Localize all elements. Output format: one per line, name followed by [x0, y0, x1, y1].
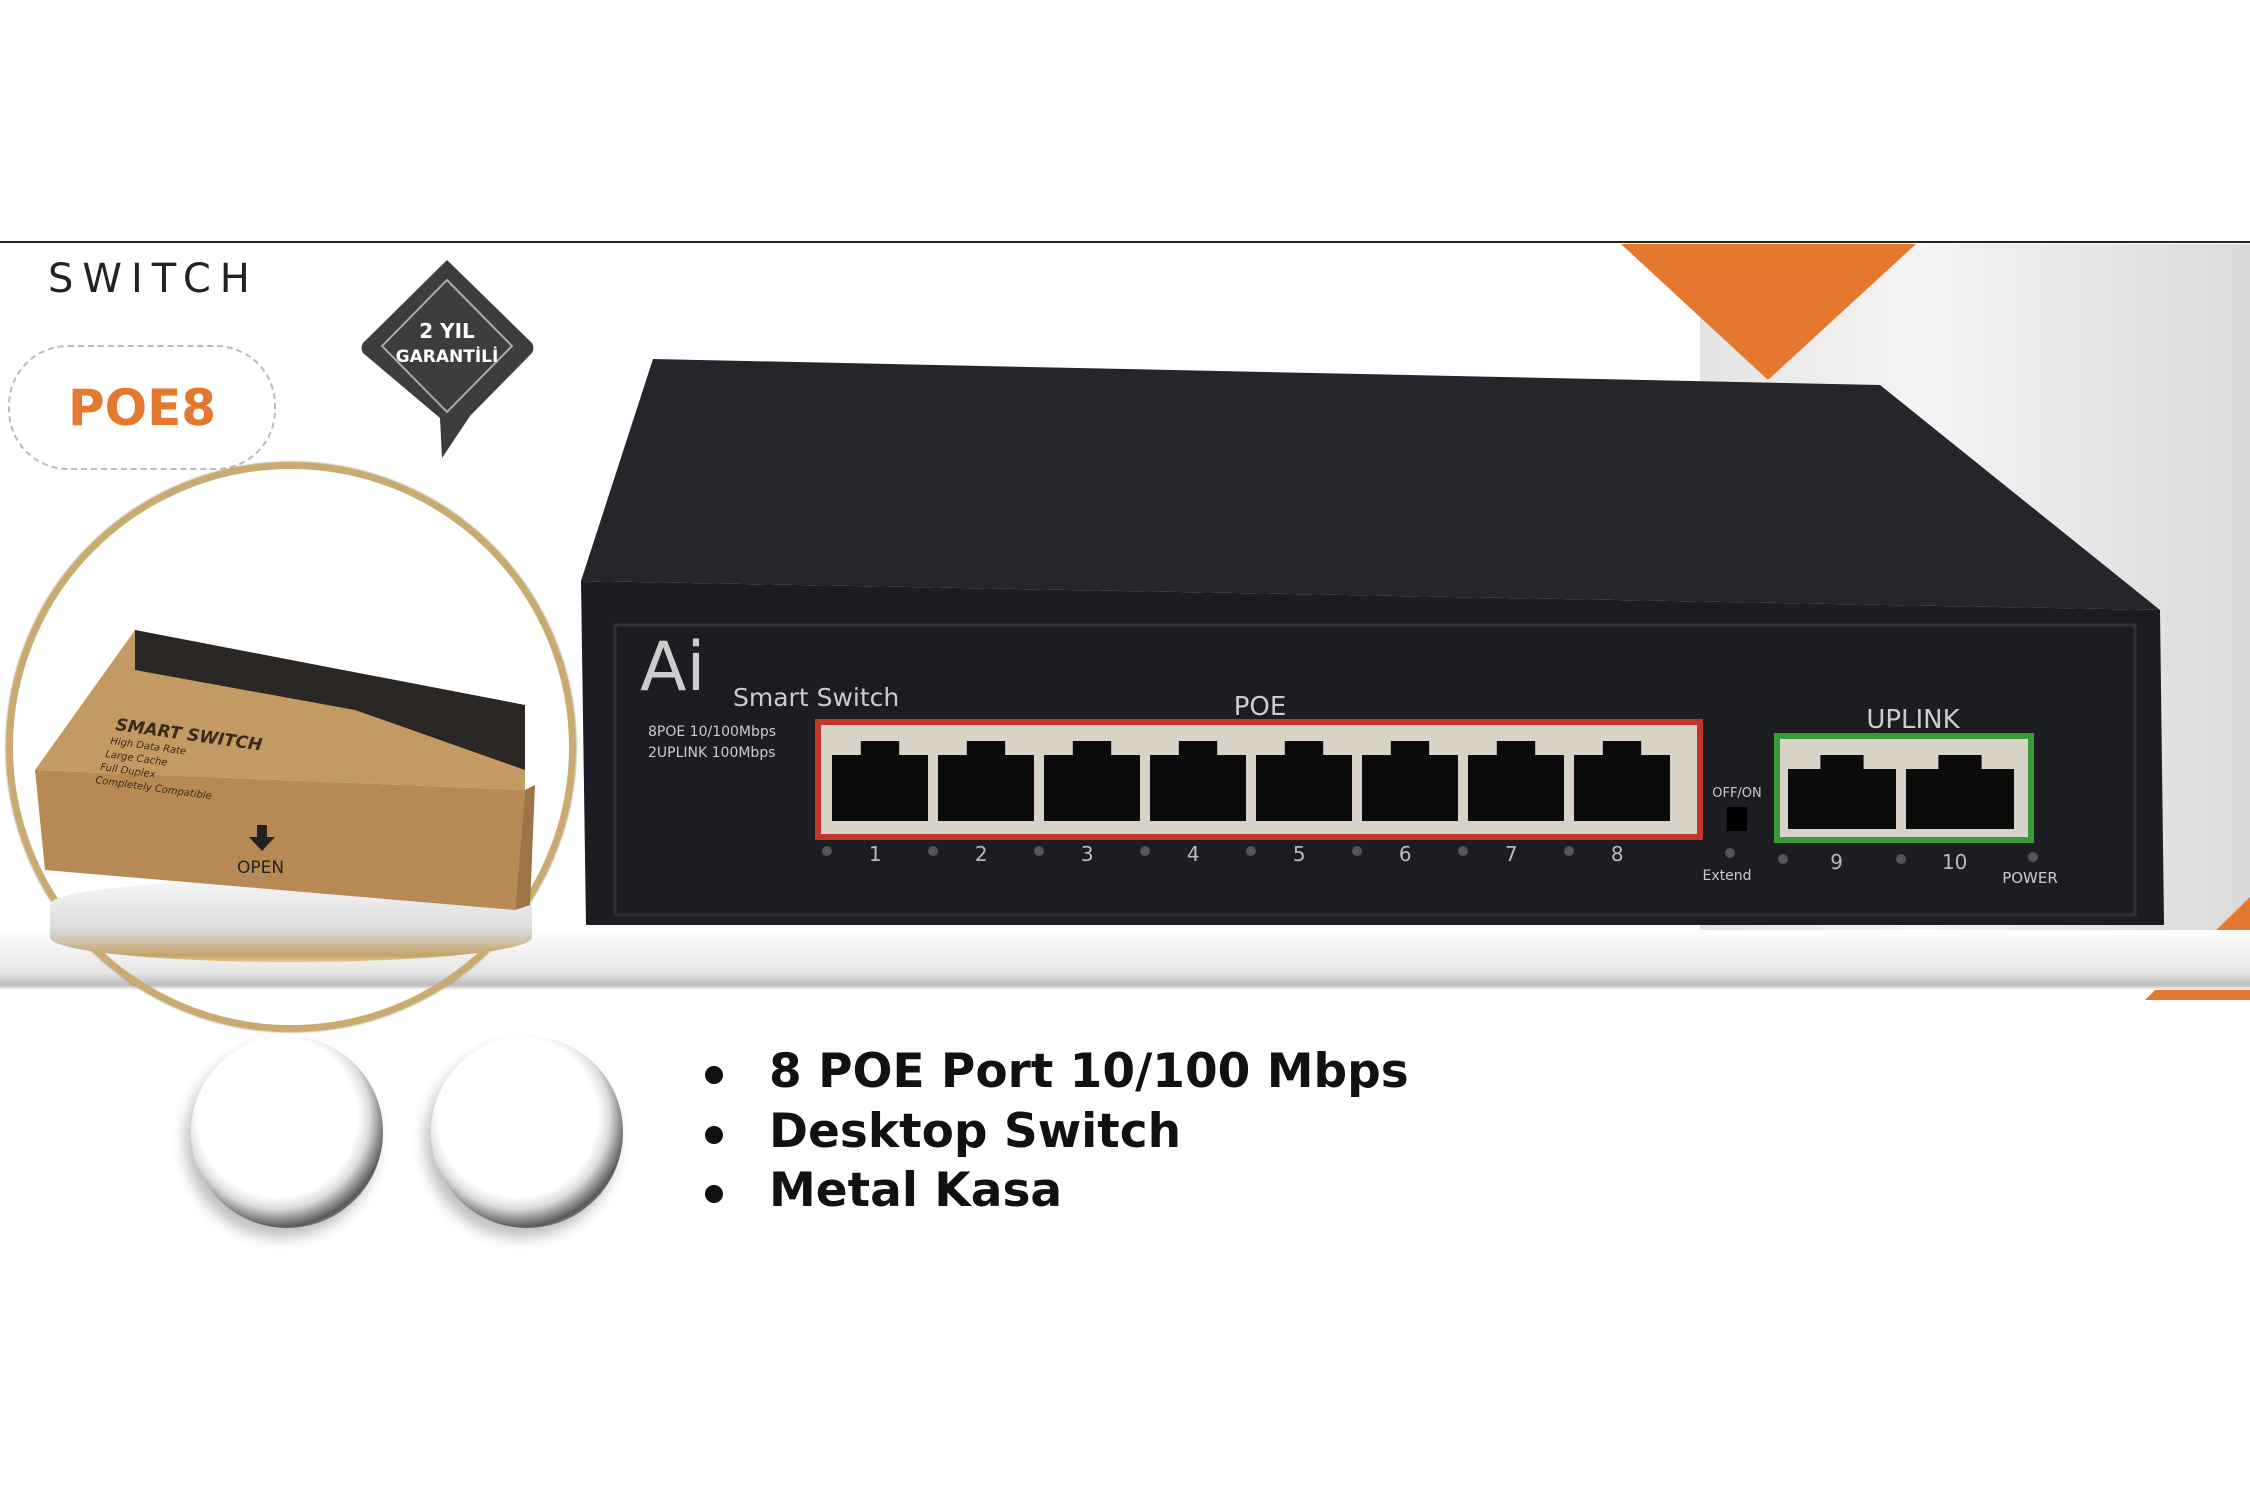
rj45-port: 7 — [1458, 741, 1564, 866]
rj45-port: 9 — [1778, 755, 1896, 874]
rj45-port: 3 — [1034, 741, 1140, 866]
rj45-port: 10 — [1896, 755, 2014, 874]
badge-line2: GARANTİLİ — [396, 345, 499, 367]
rj45-port: 6 — [1352, 741, 1458, 866]
rj45-port: 2 — [928, 741, 1034, 866]
port-led — [822, 846, 832, 856]
page-title: SWITCH — [48, 256, 259, 302]
port-led — [1896, 854, 1906, 864]
port-led — [928, 846, 938, 856]
off-on-toggle[interactable] — [1727, 807, 1747, 831]
power-led — [2028, 852, 2038, 862]
port-number: 6 — [1399, 842, 1412, 866]
poe-label: POE — [1234, 692, 1287, 722]
port-number: 10 — [1942, 850, 1967, 874]
orange-triangle-top — [1621, 244, 1916, 380]
port-number: 8 — [1611, 842, 1624, 866]
warranty-badge: 2 YIL GARANTİLİ — [361, 260, 534, 458]
port-led — [1034, 846, 1044, 856]
port-led — [1246, 846, 1256, 856]
arrow-down-icon — [249, 825, 275, 851]
port-led — [1564, 846, 1574, 856]
port-number: 9 — [1830, 850, 1843, 874]
spec-uplink: 2UPLINK 100Mbps — [648, 745, 776, 761]
power-label: POWER — [2002, 869, 2058, 887]
spec-poe: 8POE 10/100Mbps — [648, 724, 776, 740]
poe-switch-device: Ai Smart Switch 8POE 10/100Mbps 2UPLINK … — [581, 359, 2164, 925]
rj45-port: 4 — [1140, 741, 1246, 866]
port-number: 2 — [975, 842, 988, 866]
feature-item: Metal Kasa — [705, 1163, 1062, 1218]
brand-logo: Ai — [640, 628, 705, 707]
port-led — [1352, 846, 1362, 856]
uplink-label: UPLINK — [1866, 705, 1960, 735]
gold-ring — [6, 462, 576, 1032]
extend-label: Extend — [1703, 868, 1752, 884]
feature-item: 8 POE Port 10/100 Mbps — [705, 1044, 1409, 1099]
port-number: 7 — [1505, 842, 1518, 866]
round-button-1 — [191, 1036, 383, 1228]
device-name: Smart Switch — [733, 683, 899, 712]
port-led — [1140, 846, 1150, 856]
rj45-port: 5 — [1246, 741, 1352, 866]
badge-line1: 2 YIL — [419, 319, 475, 343]
switch-label: OFF/ON — [1712, 786, 1762, 801]
round-button-2 — [431, 1036, 623, 1228]
rj45-port: 1 — [822, 741, 928, 866]
feature-item: Desktop Switch — [705, 1104, 1181, 1159]
port-number: 1 — [869, 842, 882, 866]
model-label: POE8 — [8, 345, 276, 470]
port-number: 4 — [1187, 842, 1200, 866]
port-led — [1458, 846, 1468, 856]
port-number: 5 — [1293, 842, 1306, 866]
box-open-label: OPEN — [237, 858, 284, 878]
port-led — [1778, 854, 1788, 864]
product-box: SMART SWITCH High Data Rate Large Cache … — [35, 630, 535, 910]
rj45-port: 8 — [1564, 741, 1671, 866]
port-number: 3 — [1081, 842, 1094, 866]
divider — [0, 241, 2250, 243]
